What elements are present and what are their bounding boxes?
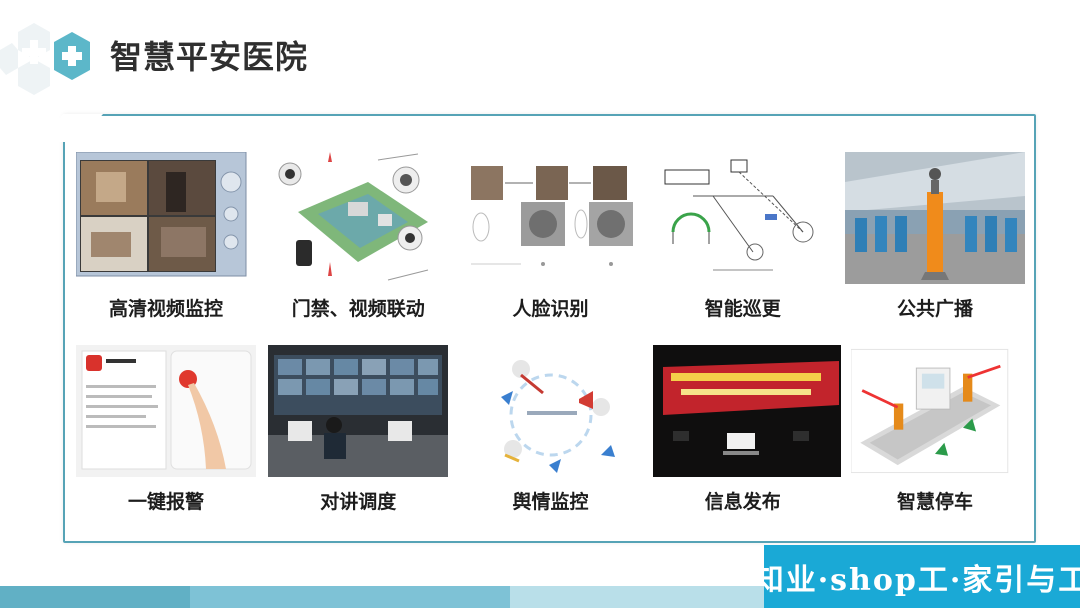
feature-row-1: 高清视频监控 — [73, 152, 1028, 321]
tile-label: 智慧停车 — [896, 491, 973, 513]
page-title: 智慧平安医院 — [110, 38, 309, 76]
cctv-monitor-image — [76, 152, 247, 277]
tile-smart-parking: 智慧停车 — [842, 345, 1028, 514]
tile-label: 舆情监控 — [512, 491, 589, 513]
tile-face-recognition: 人脸识别 — [458, 152, 644, 321]
feature-grid: 高清视频监控 — [73, 152, 1028, 514]
control-room-photo — [268, 345, 449, 477]
panic-button-image — [76, 345, 256, 477]
watermark: 知业·shop工·家引与工 — [764, 545, 1080, 608]
parking-gate-image — [851, 348, 1009, 474]
tile-info-release: 信息发布 — [650, 345, 841, 514]
tile-access-video-linkage: 门禁、视频联动 — [265, 152, 451, 321]
tile-label: 一键报警 — [127, 491, 204, 513]
bottom-bar-segment — [0, 586, 190, 608]
tile-label: 公共广播 — [896, 298, 973, 320]
tile-label: 智能巡更 — [704, 298, 781, 320]
feature-panel: 高清视频监控 — [63, 114, 1036, 543]
tile-smart-patrol: 智能巡更 — [650, 152, 836, 321]
public-opinion-diagram — [500, 360, 615, 473]
patrol-diagram — [664, 159, 814, 271]
bottom-bar-segment — [190, 586, 510, 608]
access-control-diagram — [278, 152, 429, 281]
tile-one-key-alarm: 一键报警 — [73, 345, 259, 514]
hex-cross-logo-icon — [0, 23, 90, 95]
tile-opinion-monitoring: 舆情监控 — [458, 345, 644, 514]
tile-hd-video-monitoring: 高清视频监控 — [73, 152, 259, 321]
tile-label: 门禁、视频联动 — [291, 298, 425, 320]
tile-public-broadcast: 公共广播 — [842, 152, 1028, 321]
tile-label: 高清视频监控 — [108, 298, 223, 320]
led-screen-photo — [652, 345, 841, 477]
feature-row-2: 一键报警 — [73, 345, 1028, 514]
face-recognition-diagram — [470, 166, 633, 266]
tile-label: 对讲调度 — [320, 491, 397, 513]
tile-label: 信息发布 — [704, 491, 781, 513]
tile-intercom-dispatch: 对讲调度 — [265, 345, 451, 514]
tile-label: 人脸识别 — [512, 298, 589, 320]
public-broadcast-photo — [845, 152, 1025, 284]
